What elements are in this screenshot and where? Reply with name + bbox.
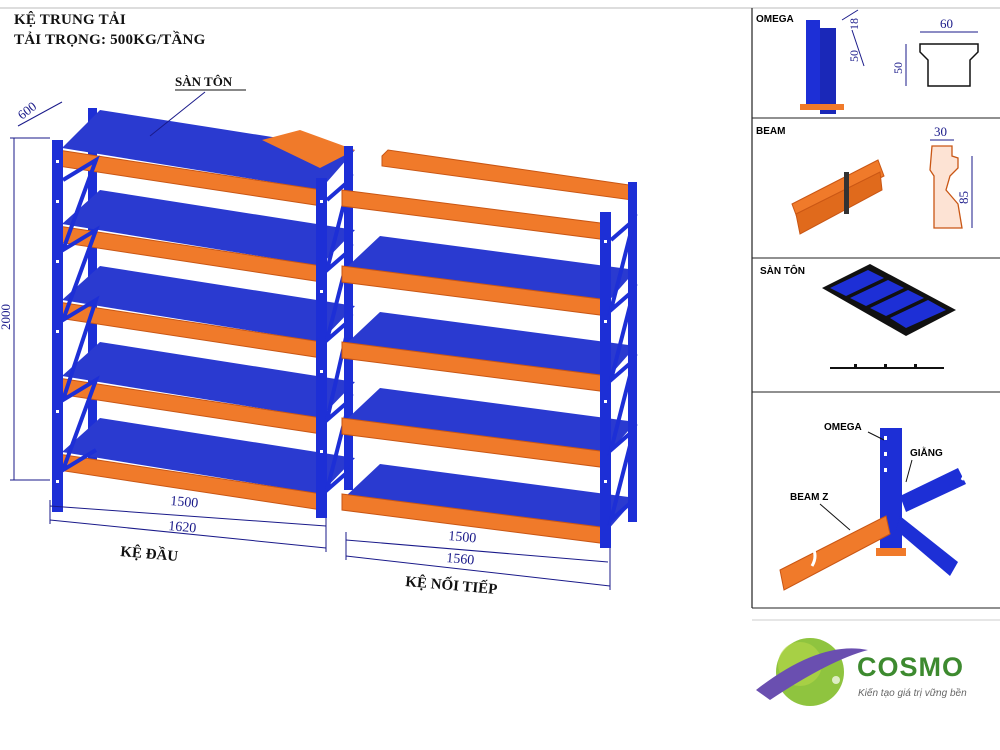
- dim-head-outer: 1620: [168, 519, 197, 536]
- dim-depth: 600: [15, 99, 40, 123]
- brand-name: COSMO: [857, 652, 965, 682]
- panel-joint: OMEGA GIẰNG BEAM Z: [779, 422, 967, 591]
- beam-dim-30: 30: [934, 124, 947, 139]
- head-front-right-upright: [316, 178, 327, 518]
- dim-height: 2000: [0, 304, 13, 330]
- joint-label-beam-z: BEAM Z: [790, 492, 828, 503]
- omega-upright-front: [806, 20, 820, 110]
- omega-upright-side: [820, 28, 836, 114]
- head-left-bracing: [59, 155, 100, 475]
- deck-panel-4: [890, 300, 946, 328]
- joint-beam-z: [779, 515, 891, 591]
- head-deck-5: [62, 418, 355, 494]
- dimension-lines: [10, 91, 611, 590]
- panel-beam: BEAM 30 85: [756, 124, 973, 235]
- joint-brace-lower: [896, 516, 958, 576]
- joint-label-omega: OMEGA: [824, 422, 862, 433]
- deck-panel-2: [850, 280, 904, 306]
- deck-panel-3: [870, 290, 924, 316]
- label-ke-dau: KỆ ĐẦU: [120, 543, 179, 565]
- head-deck-3: [62, 266, 355, 342]
- beam-connector: [844, 172, 849, 214]
- head-top-rear-beam: [262, 130, 355, 168]
- panel-beam-label: BEAM: [756, 126, 785, 137]
- omega-dim-50: 50: [847, 50, 861, 62]
- omega-profile-shape: [919, 43, 979, 87]
- title-line-1: KỆ TRUNG TẢI: [14, 12, 126, 28]
- cosmo-logo: [756, 638, 868, 706]
- omega-dim-50-profile: 50: [891, 62, 905, 74]
- cont-deck-1: [346, 236, 636, 304]
- omega-dim-60: 60: [940, 16, 953, 31]
- dim-head-inner: 1500: [170, 494, 199, 511]
- joint-label-giang: GIẰNG: [910, 446, 943, 459]
- head-right-bracing: [323, 174, 354, 496]
- label-san-ton: SÀN TÔN: [175, 74, 233, 89]
- omega-base-plate: [800, 104, 844, 110]
- head-rack: [52, 108, 355, 518]
- beam-lower: [795, 171, 883, 235]
- head-deck-1: [62, 110, 355, 190]
- panel-omega-label: OMEGA: [756, 14, 794, 25]
- cont-deck-3: [346, 388, 636, 456]
- cont-back-right-upright: [628, 182, 637, 522]
- cont-deck-2: [346, 312, 636, 380]
- beam-dim-85: 85: [956, 191, 971, 204]
- continuation-rack: [341, 149, 638, 548]
- deck-panel-1: [830, 270, 884, 296]
- head-deck-2: [62, 190, 355, 266]
- cont-beam-1: [341, 189, 609, 241]
- panel-san-ton-label: SÀN TÔN: [760, 264, 805, 277]
- joint-base-plate: [876, 548, 906, 556]
- cont-top-rear-beam: [381, 149, 637, 201]
- cont-deck-4: [346, 464, 636, 532]
- brand-slogan: Kiến tạo giá trị vững bền: [858, 688, 967, 699]
- logo-swoosh: [756, 648, 868, 700]
- joint-brace-upper: [900, 468, 966, 512]
- panel-omega: OMEGA 18 50 60 50: [756, 9, 979, 114]
- panel-san-ton: SÀN TÔN: [760, 264, 956, 369]
- beam-profile-shape: [929, 145, 963, 229]
- omega-dim-18: 18: [847, 18, 861, 30]
- label-ke-noi-tiep: KỆ NỐI TIẾP: [405, 572, 498, 598]
- title-line-2: TẢI TRỌNG: 500KG/TẦNG: [14, 32, 206, 48]
- head-front-left-upright: [52, 140, 63, 512]
- head-deck-4: [62, 342, 355, 418]
- cont-right-bracing: [607, 214, 638, 526]
- head-back-right-upright: [344, 146, 353, 490]
- dim-cont-outer: 1560: [446, 551, 475, 568]
- dim-cont-inner: 1500: [448, 529, 477, 546]
- cont-front-right-upright: [600, 212, 611, 548]
